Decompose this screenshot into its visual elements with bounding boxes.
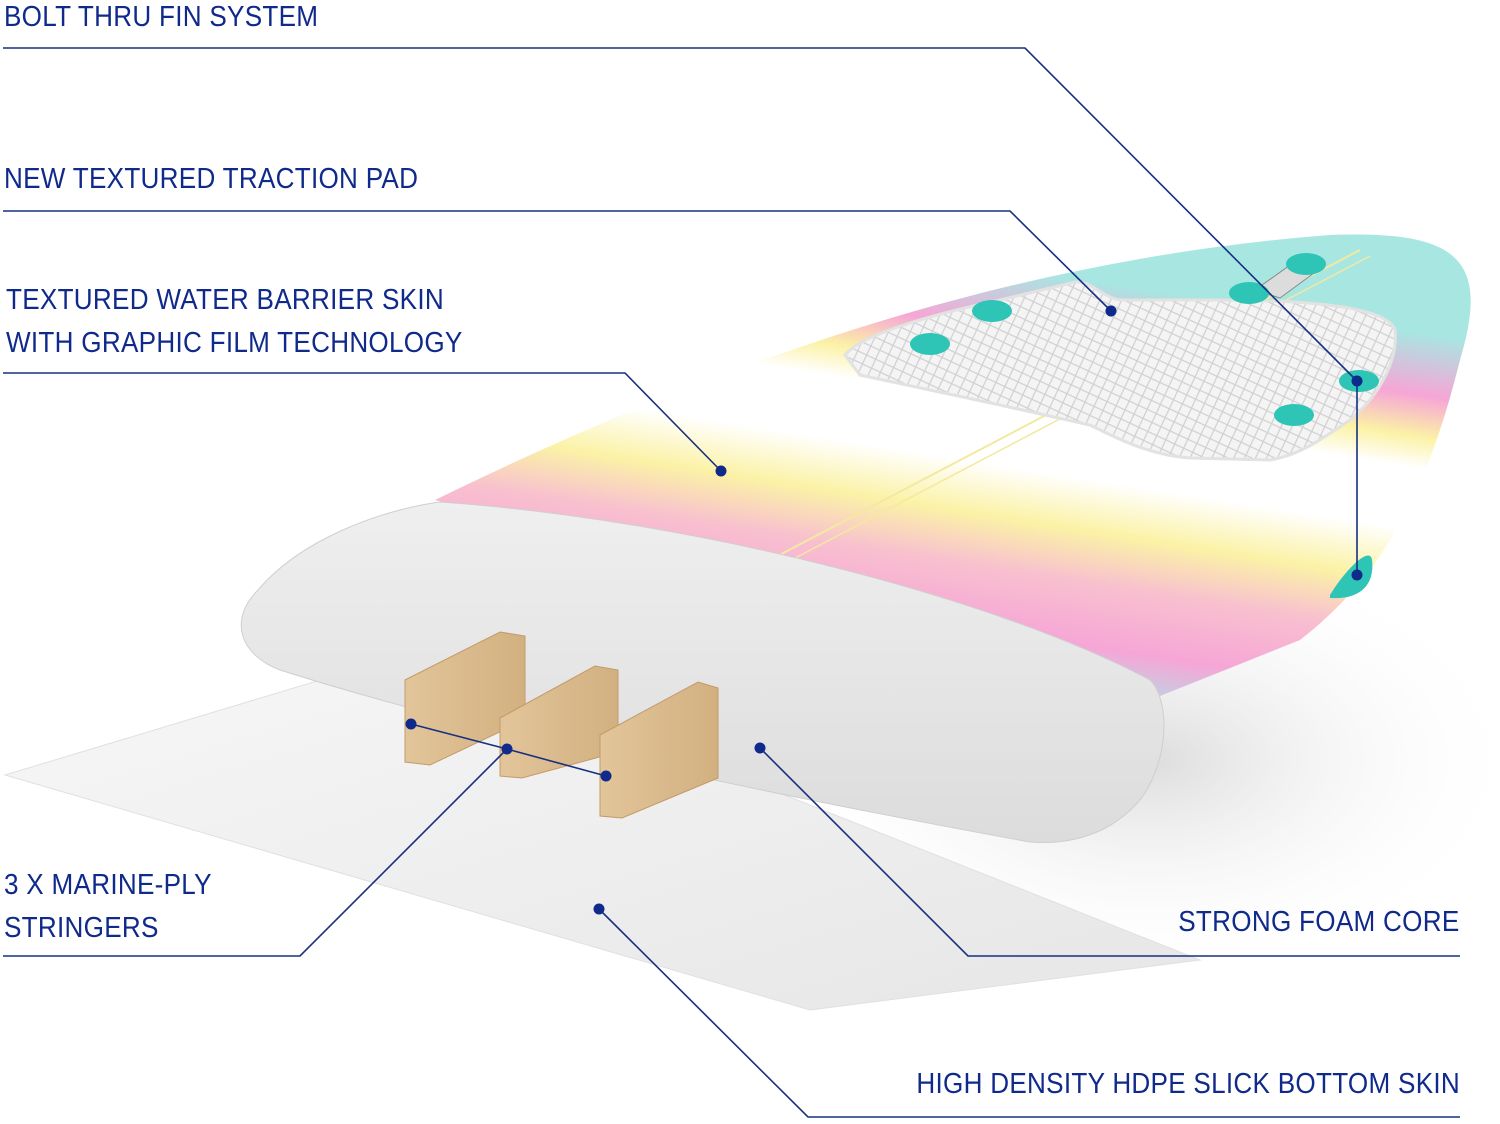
dot-icon (754, 742, 766, 754)
foam-core-block (240, 501, 1165, 843)
callout-stringers: 3 X MARINE-PLY STRINGERS (4, 864, 212, 950)
dot-icon (593, 903, 605, 915)
callout-text: WITH GRAPHIC FILM TECHNOLOGY (6, 327, 463, 359)
callout-text: STRINGERS (4, 912, 159, 944)
dot-icon (405, 718, 417, 730)
dot-icon (1351, 375, 1363, 387)
dot-icon (1105, 305, 1117, 317)
leader-stringers (3, 748, 508, 957)
callout-foam-core: STRONG FOAM CORE (1179, 901, 1460, 944)
marine-ply-stringers (404, 631, 719, 819)
leader-lines (3, 47, 1460, 1118)
callout-text: BOLT THRU FIN SYSTEM (4, 1, 319, 33)
callout-text: NEW TEXTURED TRACTION PAD (4, 163, 419, 195)
fin-plug-icon (972, 300, 1012, 322)
dot-icon (715, 465, 727, 477)
callout-text: STRONG FOAM CORE (1178, 906, 1460, 938)
dot-icon (1351, 569, 1363, 581)
fin-plug-icon (1286, 253, 1326, 275)
fin-plug-icon (1274, 404, 1314, 426)
fin-plugs (910, 253, 1379, 426)
leader-bottom-skin (598, 908, 1460, 1118)
leader-fin-system (3, 47, 1358, 575)
leader-foam-core (759, 747, 1460, 957)
dot-icon (501, 743, 513, 755)
bottom-skin-sheet (3, 649, 1202, 1011)
leader-water-barrier (3, 372, 722, 472)
callout-text: HIGH DENSITY HDPE SLICK BOTTOM SKIN (916, 1068, 1460, 1100)
callout-text: TEXTURED WATER BARRIER SKIN (6, 284, 444, 316)
callout-water-barrier-skin: TEXTURED WATER BARRIER SKIN WITH GRAPHIC… (6, 279, 463, 365)
callout-bottom-skin: HIGH DENSITY HDPE SLICK BOTTOM SKIN (916, 1063, 1460, 1106)
stringer-3 (599, 681, 719, 819)
fin-plug-icon (1229, 282, 1269, 304)
leader-traction-pad (3, 210, 1112, 312)
callout-fin-system: BOLT THRU FIN SYSTEM (4, 0, 318, 39)
dot-icon (600, 770, 612, 782)
leader-dots (405, 305, 1363, 915)
fin-plug-icon (910, 333, 950, 355)
callout-text: 3 X MARINE-PLY (4, 869, 212, 901)
callout-traction-pad: NEW TEXTURED TRACTION PAD (4, 158, 418, 201)
side-fin (1330, 555, 1373, 599)
